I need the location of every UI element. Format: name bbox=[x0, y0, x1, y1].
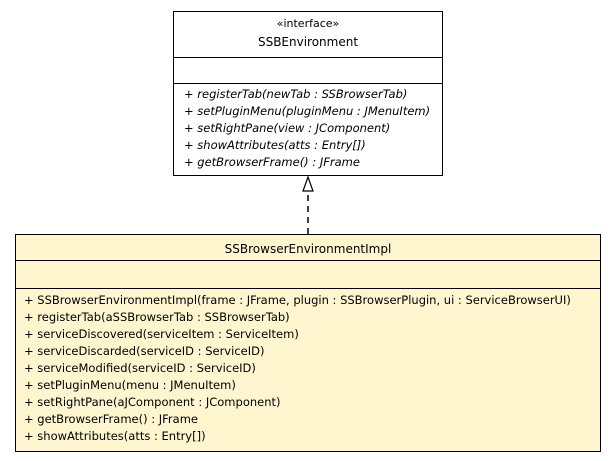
realization-arrowhead bbox=[302, 175, 314, 192]
interface-operation: + showAttributes(atts : Entry[]) bbox=[184, 138, 366, 152]
interface-attributes-compartment bbox=[174, 58, 442, 84]
interface-operations-compartment: + registerTab(newTab : SSBrowserTab) + s… bbox=[174, 84, 442, 171]
interface-stereotype: «interface» bbox=[276, 17, 340, 30]
impl-operation: + showAttributes(atts : Entry[]) bbox=[24, 429, 206, 443]
impl-operation: + getBrowserFrame() : JFrame bbox=[24, 412, 198, 426]
interface-operation: + registerTab(newTab : SSBrowserTab) bbox=[184, 87, 408, 101]
impl-operation: + SSBrowserEnvironmentImpl(frame : JFram… bbox=[24, 293, 571, 307]
interface-operation: + setRightPane(view : JComponent) bbox=[184, 121, 391, 135]
interface-operation: + setPluginMenu(pluginMenu : JMenuItem) bbox=[184, 104, 431, 118]
impl-operation: + setPluginMenu(menu : JMenuItem) bbox=[24, 378, 236, 392]
interface-class-name: SSBEnvironment bbox=[257, 35, 359, 49]
impl-attributes-compartment bbox=[16, 261, 600, 289]
interface-class-box: «interface» SSBEnvironment + registerTab… bbox=[173, 11, 443, 176]
impl-operation: + serviceDiscarded(serviceID : ServiceID… bbox=[24, 344, 265, 358]
impl-class-header: SSBrowserEnvironmentImpl bbox=[16, 235, 600, 261]
impl-class-name: SSBrowserEnvironmentImpl bbox=[224, 242, 392, 256]
impl-operation: + serviceModified(serviceID : ServiceID) bbox=[24, 361, 256, 375]
interface-operation: + getBrowserFrame() : JFrame bbox=[184, 155, 360, 169]
impl-operations-compartment: + SSBrowserEnvironmentImpl(frame : JFram… bbox=[16, 289, 600, 445]
impl-operation: + registerTab(aSSBrowserTab : SSBrowserT… bbox=[24, 310, 290, 324]
impl-operation: + serviceDiscovered(serviceItem : Servic… bbox=[24, 327, 299, 341]
impl-operation: + setRightPane(aJComponent : JComponent) bbox=[24, 395, 281, 409]
interface-class-header: «interface» SSBEnvironment bbox=[174, 12, 442, 58]
impl-class-box: SSBrowserEnvironmentImpl + SSBrowserEnvi… bbox=[15, 234, 601, 452]
